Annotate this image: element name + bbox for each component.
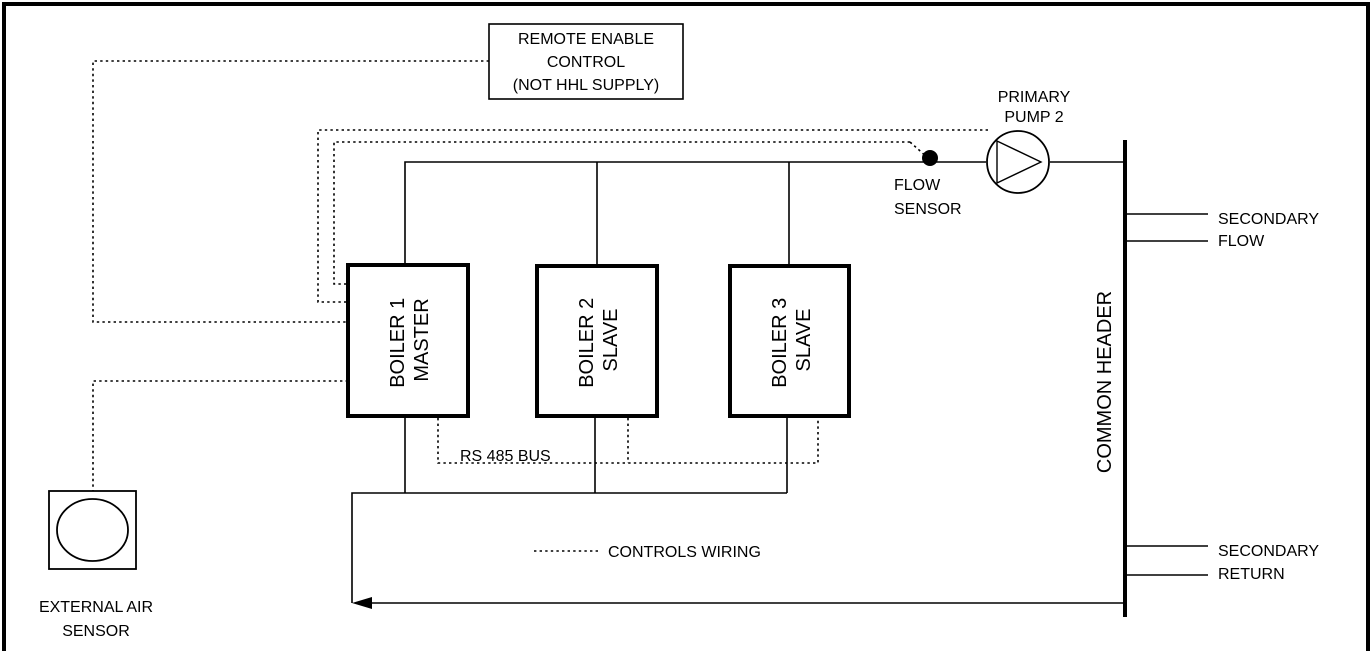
secondary-return-label-line2: RETURN: [1218, 566, 1285, 583]
boiler-3-label: BOILER 3 SLAVE: [769, 292, 815, 388]
remote-enable-label-line2: CONTROL: [547, 54, 625, 71]
flow-sensor-label-line2: SENSOR: [894, 201, 962, 218]
boiler-2-label-line1: BOILER 2: [576, 298, 598, 388]
secondary-return-label-line1: SECONDARY: [1218, 543, 1319, 560]
remote-enable-wiring: [92, 60, 489, 323]
remote-enable-label-line1: REMOTE ENABLE: [518, 31, 654, 48]
boiler-2-label: BOILER 2 SLAVE: [576, 292, 622, 388]
boiler-1-box: [346, 263, 470, 418]
external-air-sensor-label-line2: SENSOR: [62, 623, 130, 640]
remote-enable-control-box: [488, 23, 684, 100]
boiler-1-label-line2: MASTER: [411, 298, 433, 381]
external-air-sensor-wiring: [92, 380, 348, 491]
boiler-3-label-line1: BOILER 3: [769, 298, 791, 388]
flow-sensor-label-line1: FLOW: [894, 177, 941, 194]
return-manifold: [351, 492, 787, 603]
rs485-bus-label: RS 485 BUS: [460, 448, 551, 465]
secondary-flow-label-line1: SECONDARY: [1218, 211, 1319, 228]
boiler-2-label-line2: SLAVE: [600, 309, 622, 372]
primary-pump-icon: [986, 130, 1050, 194]
boiler-2-box: [535, 264, 659, 418]
rs485-bus-wiring: [437, 418, 819, 464]
boiler-3-box: [728, 264, 851, 418]
primary-pump-label-line2: PUMP 2: [1004, 109, 1063, 126]
secondary-flow-label-line2: FLOW: [1218, 233, 1265, 250]
return-arrow-icon: [352, 597, 372, 609]
flow-sensor-wiring-tap: [909, 141, 929, 159]
common-header-label: COMMON HEADER: [1094, 291, 1116, 473]
legend-controls-wiring-label: CONTROLS WIRING: [608, 544, 761, 561]
primary-flow-manifold: [404, 161, 986, 264]
external-air-sensor-icon: [56, 498, 129, 562]
remote-enable-label-line3: (NOT HHL SUPPLY): [513, 77, 659, 94]
flow-sensor-wiring-inner: [333, 141, 910, 285]
boiler-3-label-line2: SLAVE: [793, 309, 815, 372]
flow-sensor-icon: [922, 150, 938, 166]
primary-pump-label-line1: PRIMARY: [998, 89, 1071, 106]
boiler-1-label-line1: BOILER 1: [387, 298, 409, 388]
flow-sensor-wiring-outer: [317, 129, 988, 303]
pump-direction-triangle: [996, 139, 1043, 185]
boiler-1-label: BOILER 1 MASTER: [387, 292, 433, 388]
external-air-sensor-label-line1: EXTERNAL AIR: [39, 599, 153, 616]
